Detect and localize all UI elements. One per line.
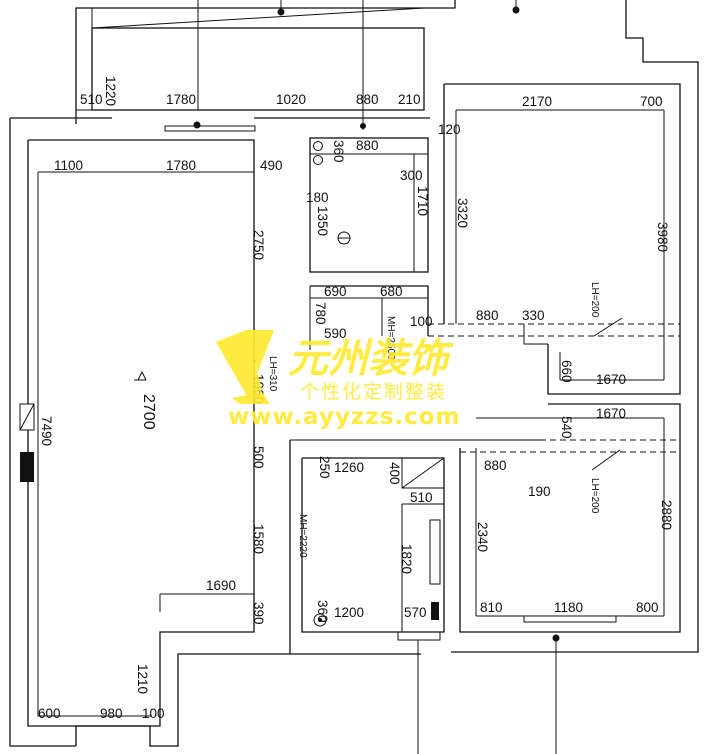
dim-510-kitchen: 510 — [410, 490, 433, 505]
kitchen — [289, 439, 540, 654]
watermark-logo — [216, 330, 274, 404]
dim-1580: 1580 — [251, 524, 266, 554]
dim-2340: 2340 — [475, 522, 490, 552]
dim-500: 500 — [251, 446, 266, 469]
dim-1710: 1710 — [415, 186, 430, 216]
dim-510: 510 — [80, 92, 103, 107]
watermark: 元州装饰 个性化定制整装 www.ayyzzs.com — [216, 330, 460, 430]
note-lh-200-bed1: LH=200 — [589, 282, 600, 318]
dim-980: 980 — [100, 706, 123, 721]
dim-810: 810 — [480, 600, 503, 615]
dim-3320: 3320 — [455, 198, 470, 228]
dim-1020: 1020 — [276, 92, 306, 107]
dim-2750: 2750 — [251, 230, 266, 260]
dim-3980: 3980 — [655, 222, 670, 252]
bedroom-2 — [459, 403, 681, 642]
dim-590: 590 — [324, 326, 347, 341]
dim-100-living: 100 — [142, 706, 165, 721]
dim-780: 780 — [313, 302, 328, 325]
dim-880-bed2: 880 — [484, 458, 507, 473]
dim-800: 800 — [636, 600, 659, 615]
dim-1100: 1100 — [54, 158, 83, 173]
dim-1260: 1260 — [334, 460, 364, 475]
leader-lines — [134, 0, 557, 754]
bathroom — [309, 137, 429, 273]
dim-100-hall: 100 — [410, 314, 433, 329]
balcony — [76, 7, 425, 111]
living-room — [19, 139, 255, 727]
dim-880-bath: 880 — [356, 138, 379, 153]
dim-300: 300 — [400, 168, 423, 183]
dim-330: 330 — [522, 308, 545, 323]
dim-700: 700 — [640, 94, 663, 109]
dim-880-top: 880 — [356, 92, 379, 107]
dim-360-kitchen: 360 — [315, 600, 330, 623]
dim-1690: 1690 — [206, 578, 236, 593]
note-mh-2500: MH=2500 — [385, 316, 396, 360]
dim-1180: 1180 — [554, 600, 583, 615]
dim-660: 660 — [559, 360, 574, 383]
note-lh-310: LH=310 — [267, 356, 278, 392]
dim-400: 400 — [387, 462, 402, 485]
dim-1670-bed2: 1670 — [596, 406, 626, 421]
dim-250: 250 — [317, 456, 332, 479]
dim-680: 680 — [380, 284, 403, 299]
dim-180: 180 — [306, 190, 329, 205]
dim-120: 120 — [438, 122, 461, 137]
dim-360-bath: 360 — [331, 140, 346, 163]
dim-600: 600 — [38, 706, 61, 721]
dim-1780-left: 1780 — [166, 158, 196, 173]
dim-1780-top: 1780 — [166, 92, 196, 107]
dim-1220: 1220 — [103, 76, 118, 106]
note-mh-2220: MH=2220 — [297, 514, 308, 558]
balcony-window — [164, 121, 256, 132]
dim-2170: 2170 — [522, 94, 552, 109]
hall — [309, 285, 429, 350]
dim-540: 540 — [559, 416, 574, 439]
dim-1820: 1820 — [399, 544, 414, 574]
watermark-brand: 元州装饰 — [288, 336, 454, 382]
dim-2880: 2880 — [659, 500, 674, 530]
dim-210: 210 — [398, 92, 421, 107]
dim-570: 570 — [404, 605, 427, 620]
dim-490: 490 — [260, 158, 283, 173]
dim-1670-bed1: 1670 — [596, 372, 626, 387]
dim-1200: 1200 — [334, 605, 364, 620]
dim-1210: 1210 — [135, 664, 150, 694]
dim-7490: 7490 — [39, 416, 54, 446]
dim-2700: 2700 — [140, 394, 157, 430]
dim-190: 190 — [528, 484, 551, 499]
dim-390: 390 — [251, 602, 266, 625]
dim-880-bed1: 880 — [476, 308, 499, 323]
bedroom-1 — [428, 83, 681, 395]
watermark-url: www.ayyzzs.com — [228, 404, 460, 430]
dim-690: 690 — [324, 284, 347, 299]
note-lh-200-bed2: LH=200 — [589, 478, 600, 514]
dim-1350: 1350 — [315, 206, 330, 236]
watermark-tagline: 个性化定制整装 — [300, 381, 447, 403]
